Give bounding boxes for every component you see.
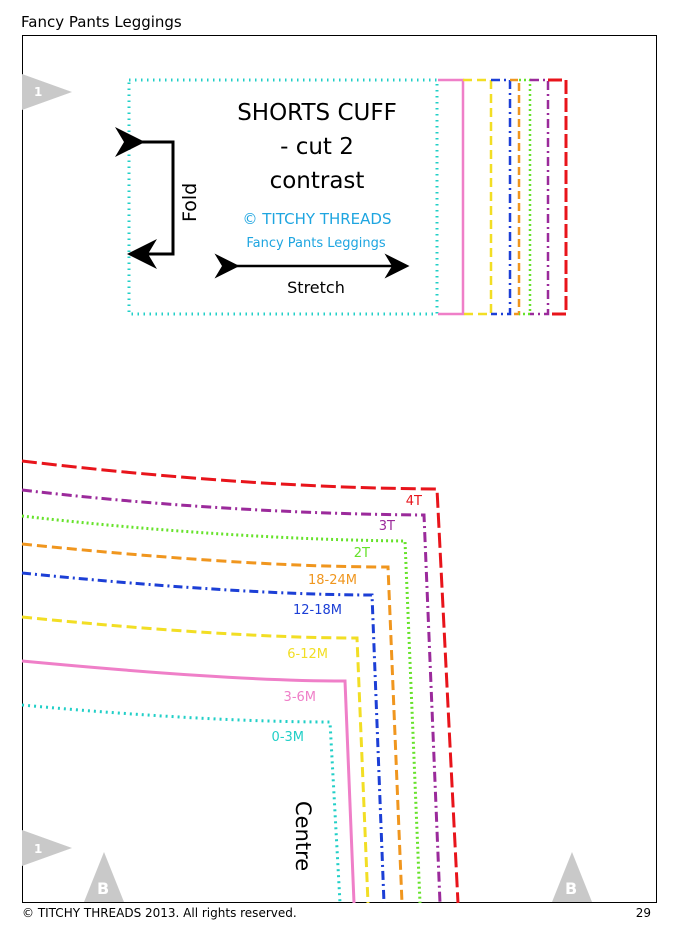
cuff-line-3t <box>530 78 550 316</box>
cuff-line-18-24m <box>510 78 521 316</box>
stretch-label: Stretch <box>287 278 345 297</box>
fold-bracket <box>115 127 175 269</box>
cuff-pattern-name: Fancy Pants Leggings <box>246 236 386 251</box>
size-line-18-24m <box>21 542 404 904</box>
size-label-12-18m: 12-18M <box>293 603 342 618</box>
size-line-0-3m <box>21 703 342 904</box>
size-line-12-18m <box>21 571 386 904</box>
page-header-title: Fancy Pants Leggings <box>21 13 182 31</box>
size-label-4t: 4T <box>406 494 422 509</box>
fold-label: Fold <box>179 183 201 222</box>
size-label-6-12m: 6-12M <box>287 647 328 662</box>
size-label-0-3m: 0-3M <box>272 730 304 745</box>
match-marker-b-left: B <box>84 852 124 902</box>
cuff-line-3-6m <box>438 78 465 316</box>
size-label-3-6m: 3-6M <box>284 690 316 705</box>
cuff-line-2t <box>519 78 532 316</box>
svg-text:B: B <box>97 879 109 898</box>
cuff-fabric: contrast <box>270 168 365 194</box>
leggings-size-lines <box>21 459 460 904</box>
size-label-3t: 3T <box>379 519 395 534</box>
size-line-3-6m <box>21 659 356 904</box>
svg-text:B: B <box>565 879 577 898</box>
svg-text:1: 1 <box>34 85 42 99</box>
cuff-line-6-12m <box>463 78 493 316</box>
cuff-line-4t <box>548 78 568 316</box>
match-marker-b-right: B <box>552 852 592 902</box>
svg-text:1: 1 <box>34 842 42 856</box>
page-number: 29 <box>635 906 651 920</box>
size-labels: 4T 3T 2T 18-24M 12-18M 6-12M 3-6M 0-3M <box>272 494 423 745</box>
size-line-3t <box>21 488 442 904</box>
shorts-cuff-piece: Fold Stretch SHORTS CUFF - cut 2 contras… <box>115 78 568 316</box>
size-line-2t <box>21 514 422 904</box>
cuff-line-12-18m <box>491 78 512 316</box>
cuff-cut: - cut 2 <box>280 134 354 160</box>
cuff-copyright: © TITCHY THREADS <box>243 210 392 228</box>
size-label-18-24m: 18-24M <box>308 573 357 588</box>
size-label-2t: 2T <box>354 546 370 561</box>
match-marker-1-top: 1 <box>22 74 72 110</box>
centre-grain-label: Centre <box>291 801 315 871</box>
footer-copyright: © TITCHY THREADS 2013. All rights reserv… <box>22 906 297 920</box>
cuff-title: SHORTS CUFF <box>237 100 397 126</box>
match-marker-1-bottom: 1 <box>22 830 72 866</box>
size-line-4t <box>21 459 460 904</box>
pattern-frame <box>22 35 657 903</box>
size-line-6-12m <box>21 615 370 904</box>
